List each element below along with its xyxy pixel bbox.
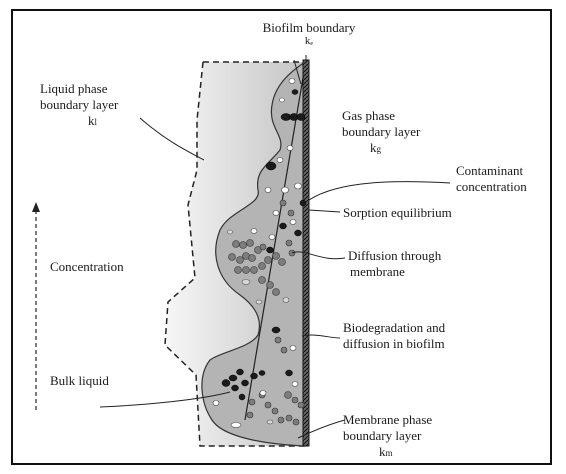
gas-boundary-layer-label: Gas phase boundary layer kg xyxy=(342,108,420,157)
biofilm-boundary-label: Biofilm boundary kₑ xyxy=(244,20,374,47)
biodegradation-label: Biodegradation and diffusion in biofilm xyxy=(343,320,445,352)
diffusion-through-membrane-label: Diffusion through membrane xyxy=(348,248,441,280)
liquid-boundary-layer-label: Liquid phase boundary layer kl xyxy=(40,81,118,130)
concentration-arrow-head xyxy=(32,202,40,212)
membrane-boundary-layer-label: Membrane phase boundary layer km xyxy=(343,412,432,461)
concentration-axis-label: Concentration xyxy=(50,259,124,275)
sorption-equilibrium-label: Sorption equilibrium xyxy=(343,205,452,221)
bulk-liquid-label: Bulk liquid xyxy=(50,373,109,389)
contaminant-concentration-label: Contaminant concentration xyxy=(456,163,527,195)
